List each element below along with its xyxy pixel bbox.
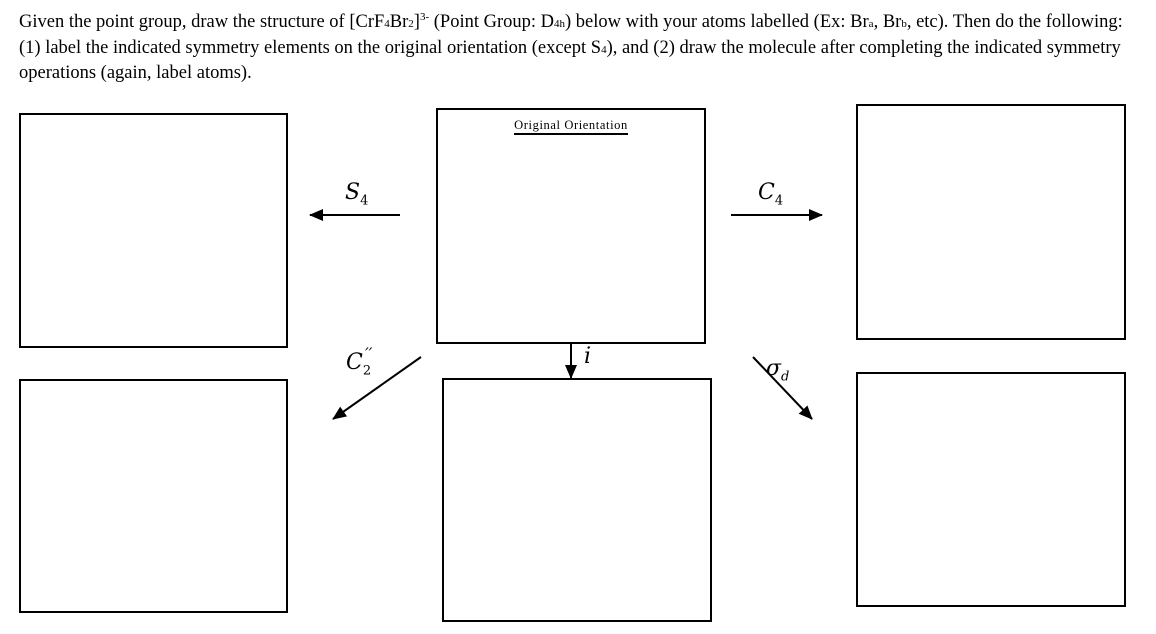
original-orientation-box[interactable]: Original Orientation xyxy=(436,108,706,344)
sigma-d-label: σd xyxy=(766,356,790,385)
c2pp-label: C2′′ xyxy=(346,344,373,379)
c4-label: C4 xyxy=(758,180,784,209)
original-orientation-title: Original Orientation xyxy=(438,118,704,135)
inversion-result-box[interactable] xyxy=(442,378,712,622)
c2pp-arrow xyxy=(332,356,422,420)
s4-label: S4 xyxy=(345,180,369,209)
c4-result-box[interactable] xyxy=(856,104,1126,340)
c2pp-result-box[interactable] xyxy=(19,379,288,613)
inversion-label: i xyxy=(584,344,592,369)
sigma-d-result-box[interactable] xyxy=(856,372,1126,607)
question-text: Given the point group, draw the structur… xyxy=(19,11,1123,84)
s4-result-box[interactable] xyxy=(19,113,288,348)
